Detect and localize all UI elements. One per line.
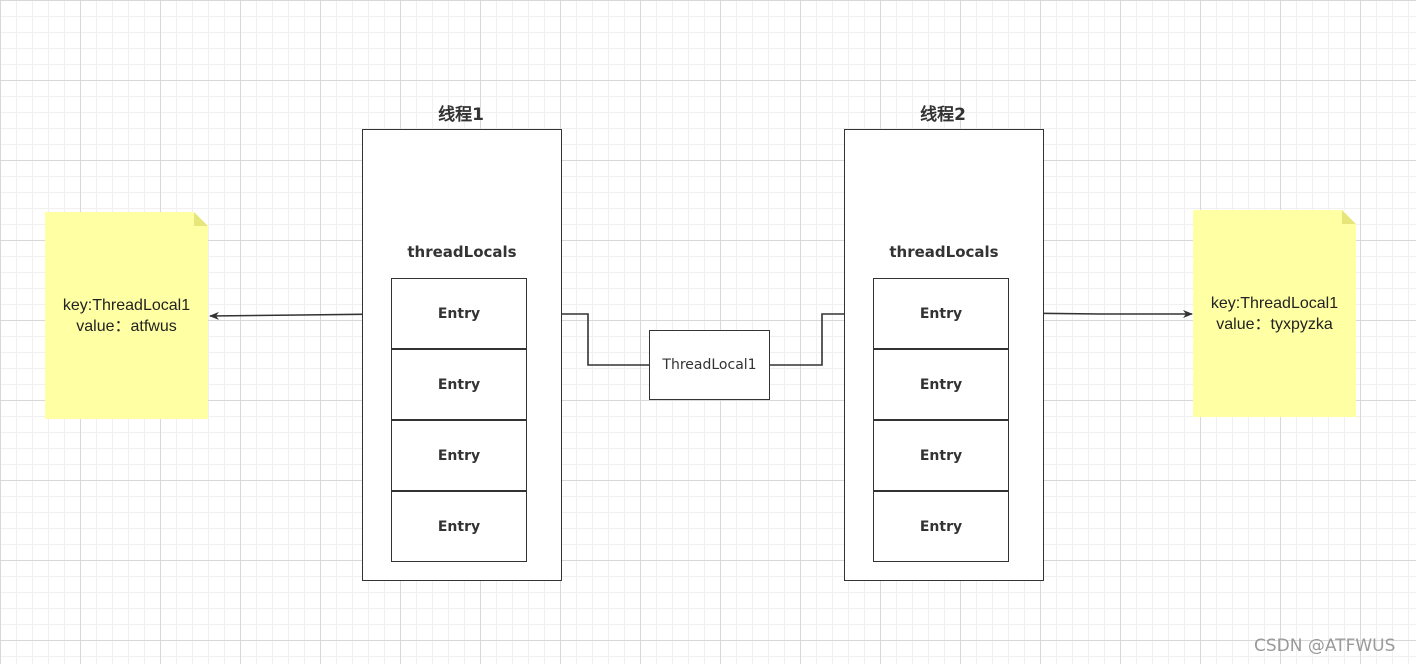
thread1-entry-4[interactable]: Entry bbox=[391, 491, 527, 562]
threadlocal-key-box[interactable]: ThreadLocal1 bbox=[649, 330, 770, 400]
watermark: CSDN @ATFWUS bbox=[1254, 636, 1396, 656]
note-fold-icon bbox=[194, 212, 208, 226]
thread2-threadlocals-label: threadLocals bbox=[889, 243, 999, 261]
thread2-entry-4[interactable]: Entry bbox=[873, 491, 1009, 562]
thread1-entry-1[interactable]: Entry bbox=[391, 278, 527, 349]
thread2-entry-3[interactable]: Entry bbox=[873, 420, 1009, 491]
note-right-key: key:ThreadLocal1 bbox=[1210, 294, 1339, 312]
note-right[interactable]: key:ThreadLocal1 value：tyxpyzka bbox=[1193, 210, 1356, 417]
thread2-entry-2[interactable]: Entry bbox=[873, 349, 1009, 420]
thread1-entry-2[interactable]: Entry bbox=[391, 349, 527, 420]
note-left[interactable]: key:ThreadLocal1 value：atfwus bbox=[45, 212, 208, 419]
note-fold-icon bbox=[1342, 210, 1356, 224]
thread2-box[interactable]: threadLocals Entry Entry Entry Entry bbox=[844, 129, 1044, 581]
threadlocal-key-label: ThreadLocal1 bbox=[662, 357, 757, 373]
note-left-value: value：atfwus bbox=[76, 317, 177, 335]
thread1-title: 线程1 bbox=[438, 105, 484, 125]
thread2-title: 线程2 bbox=[920, 105, 966, 125]
thread1-threadlocals-label: threadLocals bbox=[407, 243, 517, 261]
connector-entry1-to-note-left bbox=[209, 311, 392, 320]
thread2-entry-1[interactable]: Entry bbox=[873, 278, 1009, 349]
note-right-value: value：tyxpyzka bbox=[1216, 315, 1333, 333]
thread1-box[interactable]: threadLocals Entry Entry Entry Entry bbox=[362, 129, 562, 581]
thread1-entry-3[interactable]: Entry bbox=[391, 420, 527, 491]
note-left-key: key:ThreadLocal1 bbox=[62, 296, 191, 314]
